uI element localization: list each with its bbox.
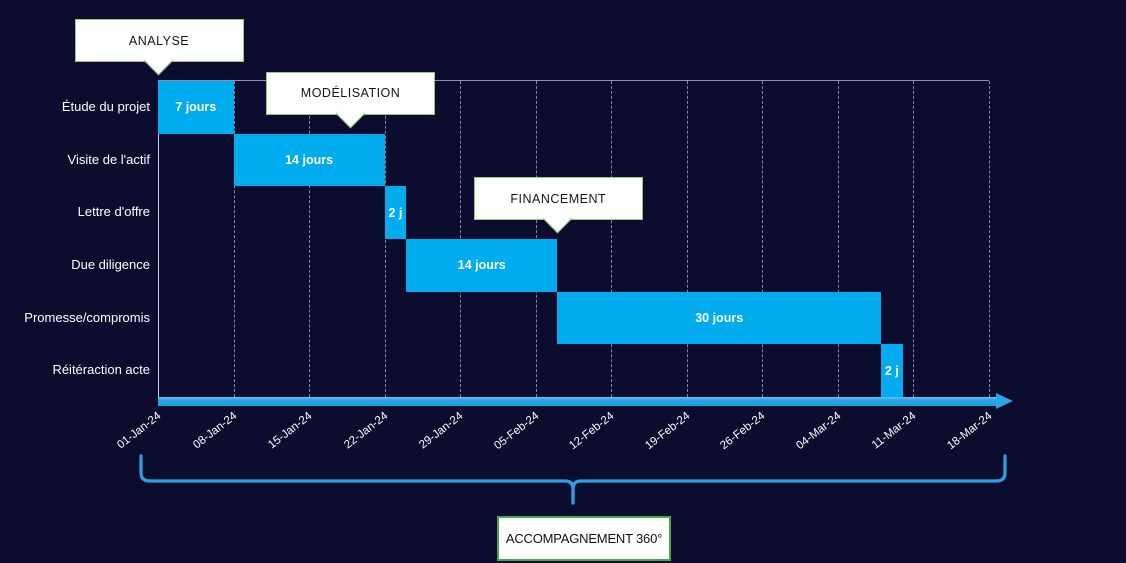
bar-duration-label: 2 j	[884, 363, 899, 378]
x-axis-tick-label: 19-Feb-24	[642, 410, 693, 453]
x-axis-tick-label: 08-Jan-24	[190, 410, 239, 452]
gridline	[384, 81, 386, 397]
task-bar-2: 14 jours	[233, 133, 385, 187]
x-axis-tick-label: 15-Jan-24	[266, 410, 315, 452]
task-bar-4: 14 jours	[406, 239, 558, 292]
task-bar-6: 2 j	[881, 344, 903, 397]
task-row-label: Promesse/compromis	[24, 309, 150, 325]
x-axis-tick-label: 11-Mar-24	[870, 410, 919, 452]
callout-3-label: FINANCEMENT	[510, 191, 607, 206]
accompagnement-annotation-label: ACCOMPAGNEMENT 360°	[505, 531, 663, 546]
bar-duration-label: 2 j	[388, 205, 403, 220]
x-axis-arrow	[158, 397, 996, 406]
gridline	[989, 81, 990, 397]
task-row-label: Lettre d'offre	[77, 204, 150, 220]
task-bar-1: 7 jours	[158, 81, 234, 134]
x-axis-tick-label: 18-Mar-24	[945, 410, 995, 453]
task-row-label: Visite de l'actif	[67, 151, 150, 167]
task-bar-5: 30 jours	[557, 291, 882, 345]
x-axis-tick-label: 04-Mar-24	[794, 410, 844, 453]
gridline	[762, 81, 764, 397]
x-axis-tick-label: 05-Feb-24	[491, 410, 542, 453]
gridline	[837, 81, 839, 397]
x-axis-arrowhead	[996, 393, 1013, 409]
bar-duration-label: 7 jours	[175, 100, 217, 115]
task-row-label: Due diligence	[71, 257, 150, 272]
gridline	[686, 81, 688, 397]
x-axis-tick-label: 12-Feb-24	[567, 410, 617, 453]
callout-2-label: MODÉLISATION	[300, 86, 401, 101]
task-bar-3: 2 j	[384, 186, 407, 239]
task-row-label: Réitéraction acte	[52, 362, 150, 378]
y-axis-line	[158, 81, 159, 397]
gridline	[611, 81, 613, 397]
x-axis-tick-label: 29-Jan-24	[417, 410, 466, 452]
bar-duration-label: 30 jours	[695, 310, 744, 325]
x-axis-tick-label: 01-Jan-24	[115, 410, 164, 452]
gridline	[913, 81, 915, 397]
callout-1-label: ANALYSE	[128, 33, 190, 48]
bar-duration-label: 14 jours	[285, 152, 334, 167]
task-row-label: Étude du projet	[61, 99, 150, 114]
plot-top-border	[158, 80, 989, 81]
bar-duration-label: 14 jours	[457, 258, 506, 273]
x-axis-tick-label: 22-Jan-24	[341, 410, 391, 452]
x-axis-tick-label: 26-Feb-24	[718, 410, 768, 453]
gridline	[309, 81, 311, 397]
gridline	[233, 81, 235, 397]
accompagnement-annotation-box: ACCOMPAGNEMENT 360°	[497, 516, 671, 561]
